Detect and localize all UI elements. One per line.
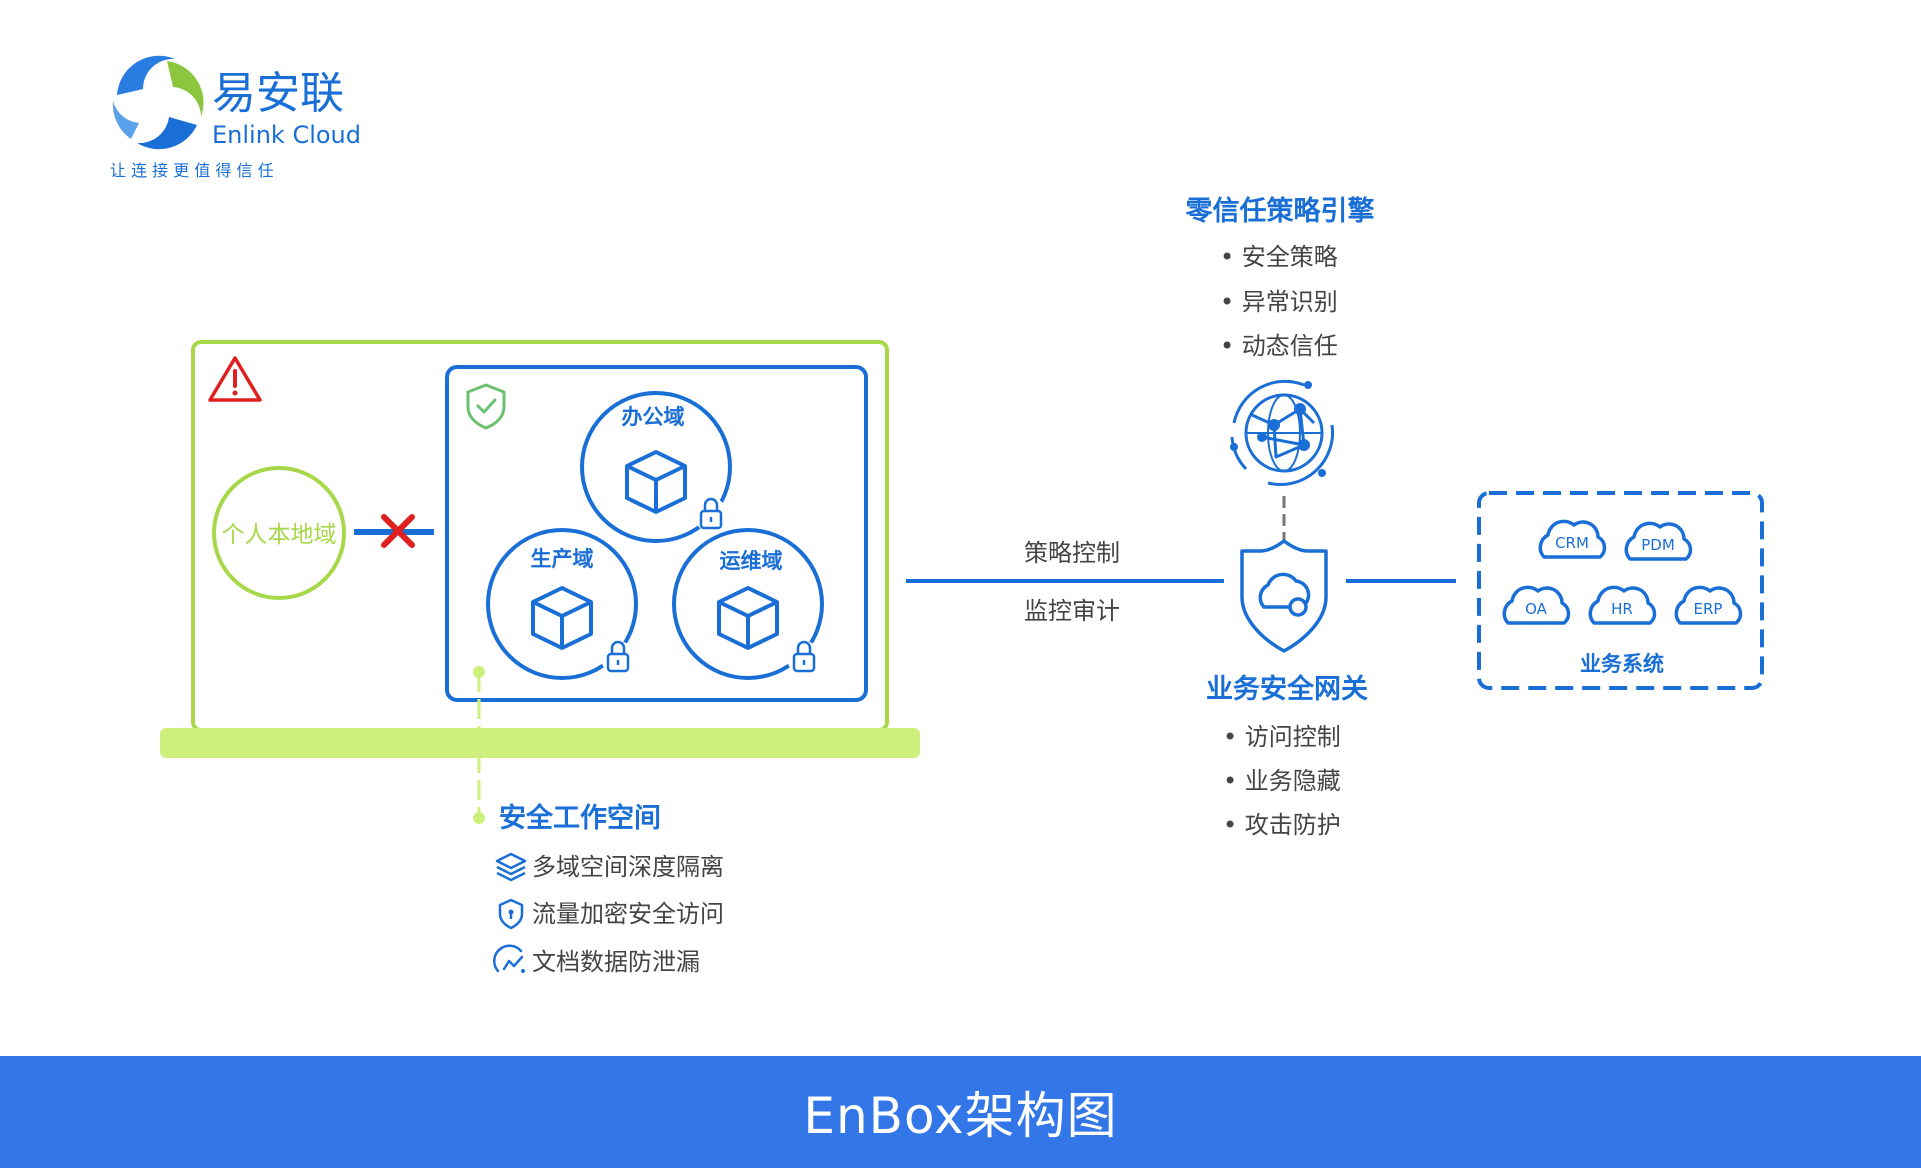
cloud-pdm-label: PDM xyxy=(1641,536,1675,554)
workspace-feature-2: 流量加密安全访问 xyxy=(532,900,724,928)
domain-office: 办公域 xyxy=(580,391,732,543)
engine-title: 零信任策略引擎 xyxy=(1185,195,1375,227)
logo-slogan: 让 连 接 更 值 得 信 任 xyxy=(110,161,274,180)
domain-office-label: 办公域 xyxy=(622,405,685,429)
footer-title: EnBox架构图 xyxy=(803,1087,1118,1145)
local-domain-label: 个人本地域 xyxy=(222,522,337,548)
logo-mark-icon xyxy=(112,55,204,150)
engine-item-3: • 动态信任 xyxy=(1220,332,1338,360)
workspace-feature-1: 多域空间深度隔离 xyxy=(532,853,724,881)
link-label-bottom: 监控审计 xyxy=(1024,597,1120,625)
domain-ops-label: 运维域 xyxy=(720,549,783,573)
data-chart-icon xyxy=(493,944,525,973)
logo-name-en: Enlink Cloud xyxy=(212,121,361,149)
engine-item-2: • 异常识别 xyxy=(1220,288,1338,316)
gateway-item-1: • 访问控制 xyxy=(1223,723,1341,751)
gateway-shield-icon xyxy=(1240,539,1328,653)
gateway-title: 业务安全网关 xyxy=(1206,673,1368,705)
cloud-oa: OA xyxy=(1502,585,1571,625)
red-x-icon xyxy=(381,514,415,548)
logo: 易安联 Enlink Cloud 让 连 接 更 值 得 信 任 xyxy=(110,55,361,180)
logo-name-cn: 易安联 xyxy=(212,68,344,119)
cloud-crm-label: CRM xyxy=(1555,534,1589,552)
gateway-item-2: • 业务隐藏 xyxy=(1223,767,1341,795)
gateway-items: • 访问控制 • 业务隐藏 • 攻击防护 xyxy=(1223,723,1341,839)
workspace-title: 安全工作空间 xyxy=(499,802,661,834)
cloud-hr: HR xyxy=(1588,585,1657,625)
engine-item-1: • 安全策略 xyxy=(1220,243,1338,271)
cloud-oa-label: OA xyxy=(1525,600,1548,618)
domain-production-label: 生产域 xyxy=(531,547,594,571)
laptop-base xyxy=(160,728,920,758)
business-systems-label: 业务系统 xyxy=(1580,652,1664,676)
cloud-hr-label: HR xyxy=(1611,600,1633,618)
laptop xyxy=(160,340,920,758)
layers-icon xyxy=(495,852,527,882)
warning-triangle-icon xyxy=(208,356,262,402)
gateway-item-3: • 攻击防护 xyxy=(1223,811,1341,839)
shield-lock-icon xyxy=(498,898,524,930)
domain-production: 生产域 xyxy=(486,528,638,680)
footer-banner: EnBox架构图 xyxy=(0,1056,1921,1168)
cloud-pdm: PDM xyxy=(1624,521,1693,561)
cloud-erp: ERP xyxy=(1674,585,1743,625)
shield-check-icon xyxy=(466,383,506,430)
domain-ops: 运维域 xyxy=(672,528,824,680)
engine-items: • 安全策略 • 异常识别 • 动态信任 xyxy=(1220,243,1338,360)
cloud-crm: CRM xyxy=(1538,519,1607,559)
cloud-erp-label: ERP xyxy=(1694,600,1723,618)
local-domain: 个人本地域 xyxy=(212,466,346,600)
workspace-feature-3: 文档数据防泄漏 xyxy=(532,948,700,976)
workspace-callout-line xyxy=(473,666,485,824)
blocked-link xyxy=(354,514,434,548)
link-label-top: 策略控制 xyxy=(1024,539,1120,567)
network-globe-icon xyxy=(1230,379,1335,487)
